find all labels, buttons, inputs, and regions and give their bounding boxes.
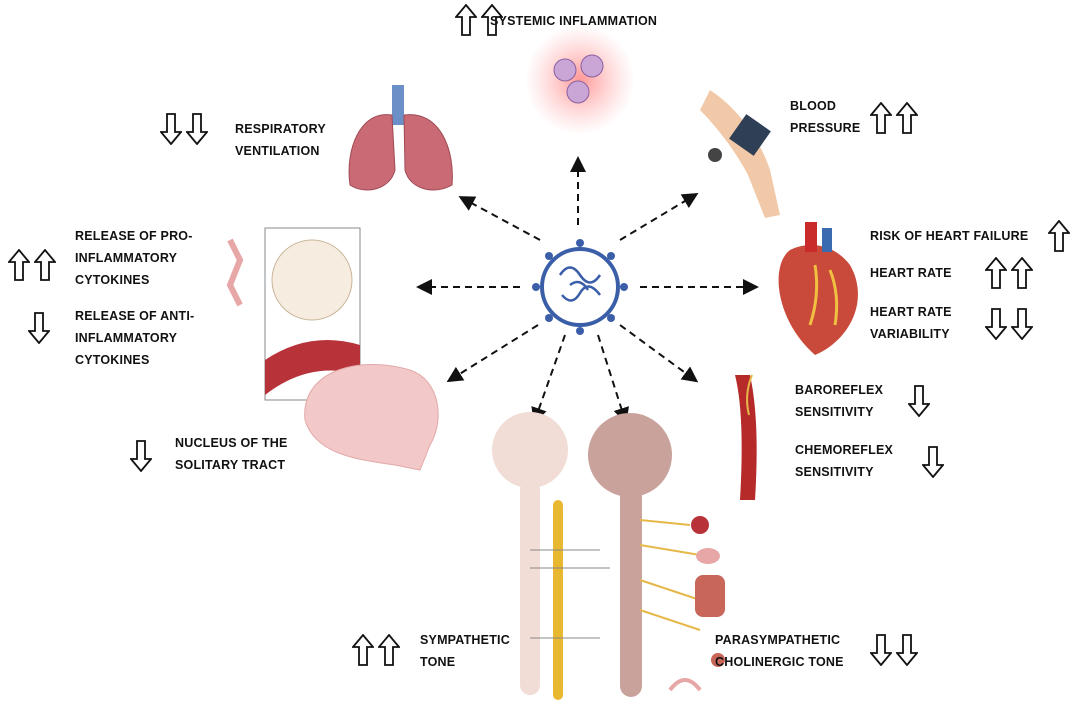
label-line: SYMPATHETIC	[420, 633, 510, 647]
label-line: NUCLEUS OF THE	[175, 436, 288, 450]
up-up-arrows-pro-cytokines	[8, 249, 56, 281]
sympathetic-nervous-system-icon	[492, 412, 610, 700]
label-chemoreflex: CHEMOREFLEX SENSITIVITY	[795, 439, 893, 483]
hollow-down-arrow-icon	[870, 634, 892, 666]
brain-sagittal-icon	[304, 363, 439, 471]
down-arrow-anti-cytokines	[28, 312, 50, 344]
label-heart-failure: RISK OF HEART FAILURE	[870, 229, 1029, 243]
down-arrow-chemoreflex	[922, 446, 944, 478]
lungs-icon	[348, 85, 453, 191]
hollow-up-arrow-icon	[34, 249, 56, 281]
hollow-down-arrow-icon	[985, 308, 1007, 340]
hollow-up-arrow-icon	[481, 4, 503, 36]
label-line: TONE	[420, 655, 456, 669]
down-arrow-baroreflex	[908, 385, 930, 417]
hollow-up-arrow-icon	[378, 634, 400, 666]
label-baroreflex: BAROREFLEX SENSITIVITY	[795, 379, 883, 423]
hollow-down-arrow-icon	[28, 312, 50, 344]
down-down-arrows-hrv	[985, 308, 1033, 340]
label-line: HEART RATE	[870, 305, 952, 319]
hollow-down-arrow-icon	[908, 385, 930, 417]
hollow-up-arrow-icon	[896, 102, 918, 134]
carotid-artery-icon	[735, 374, 757, 500]
label-heart-rate: HEART RATE	[870, 266, 952, 280]
hollow-up-arrow-icon	[870, 102, 892, 134]
hollow-down-arrow-icon	[186, 113, 208, 145]
label-line: BAROREFLEX	[795, 383, 884, 397]
label-sympathetic: SYMPATHETIC TONE	[420, 629, 510, 673]
hollow-down-arrow-icon	[922, 446, 944, 478]
label-line: BLOOD	[790, 99, 837, 113]
label-respiratory: RESPIRATORY VENTILATION	[235, 118, 326, 162]
label-line: INFLAMMATORY	[75, 251, 178, 265]
label-line: RELEASE OF PRO-	[75, 229, 193, 243]
label-nts: NUCLEUS OF THE SOLITARY TRACT	[175, 432, 288, 476]
label-line: SOLITARY TRACT	[175, 458, 286, 472]
label-line: SENSITIVITY	[795, 405, 874, 419]
up-arrow-heart-failure	[1048, 220, 1070, 252]
label-line: PRESSURE	[790, 121, 861, 135]
hollow-up-arrow-icon	[455, 4, 477, 36]
hollow-down-arrow-icon	[1011, 308, 1033, 340]
label-line: INFLAMMATORY	[75, 331, 178, 345]
label-line: CYTOKINES	[75, 273, 150, 287]
label-line: PARASYMPATHETIC	[715, 633, 841, 647]
down-down-arrows-respiratory	[160, 113, 208, 145]
parasympathetic-nervous-system-icon	[588, 413, 725, 697]
hollow-down-arrow-icon	[160, 113, 182, 145]
heart-icon	[778, 222, 858, 355]
hollow-up-arrow-icon	[352, 634, 374, 666]
hollow-down-arrow-icon	[896, 634, 918, 666]
virus-icon	[532, 239, 628, 335]
up-up-arrows-heart-rate	[985, 257, 1033, 289]
label-line: CHOLINERGIC TONE	[715, 655, 844, 669]
label-pro-cytokines: RELEASE OF PRO- INFLAMMATORY CYTOKINES	[75, 225, 193, 291]
blood-pressure-arm-icon	[700, 90, 780, 218]
down-down-arrows-parasympathetic	[870, 634, 918, 666]
label-line: VENTILATION	[235, 144, 320, 158]
hollow-up-arrow-icon	[985, 257, 1007, 289]
hollow-up-arrow-icon	[8, 249, 30, 281]
up-up-arrows-sympathetic	[352, 634, 400, 666]
label-line: RESPIRATORY	[235, 122, 326, 136]
label-line: VARIABILITY	[870, 327, 950, 341]
hollow-up-arrow-icon	[1011, 257, 1033, 289]
label-line: CYTOKINES	[75, 353, 150, 367]
up-up-arrows-blood-pressure	[870, 102, 918, 134]
label-hrv: HEART RATE VARIABILITY	[870, 301, 952, 345]
down-arrow-nts	[130, 440, 152, 472]
dashed-arrows	[416, 156, 759, 424]
label-line: CHEMOREFLEX	[795, 443, 894, 457]
up-up-arrows-systemic	[455, 4, 503, 36]
label-blood-pressure: BLOOD PRESSURE	[790, 95, 860, 139]
label-parasympathetic: PARASYMPATHETIC CHOLINERGIC TONE	[715, 629, 844, 673]
label-line: RELEASE OF ANTI-	[75, 309, 195, 323]
label-systemic-inflammation: SYSTEMIC INFLAMMATION	[490, 14, 658, 28]
label-anti-cytokines: RELEASE OF ANTI- INFLAMMATORY CYTOKINES	[75, 305, 194, 371]
inflammation-cells-icon	[525, 25, 635, 135]
hollow-up-arrow-icon	[1048, 220, 1070, 252]
hollow-down-arrow-icon	[130, 440, 152, 472]
label-line: SENSITIVITY	[795, 465, 874, 479]
